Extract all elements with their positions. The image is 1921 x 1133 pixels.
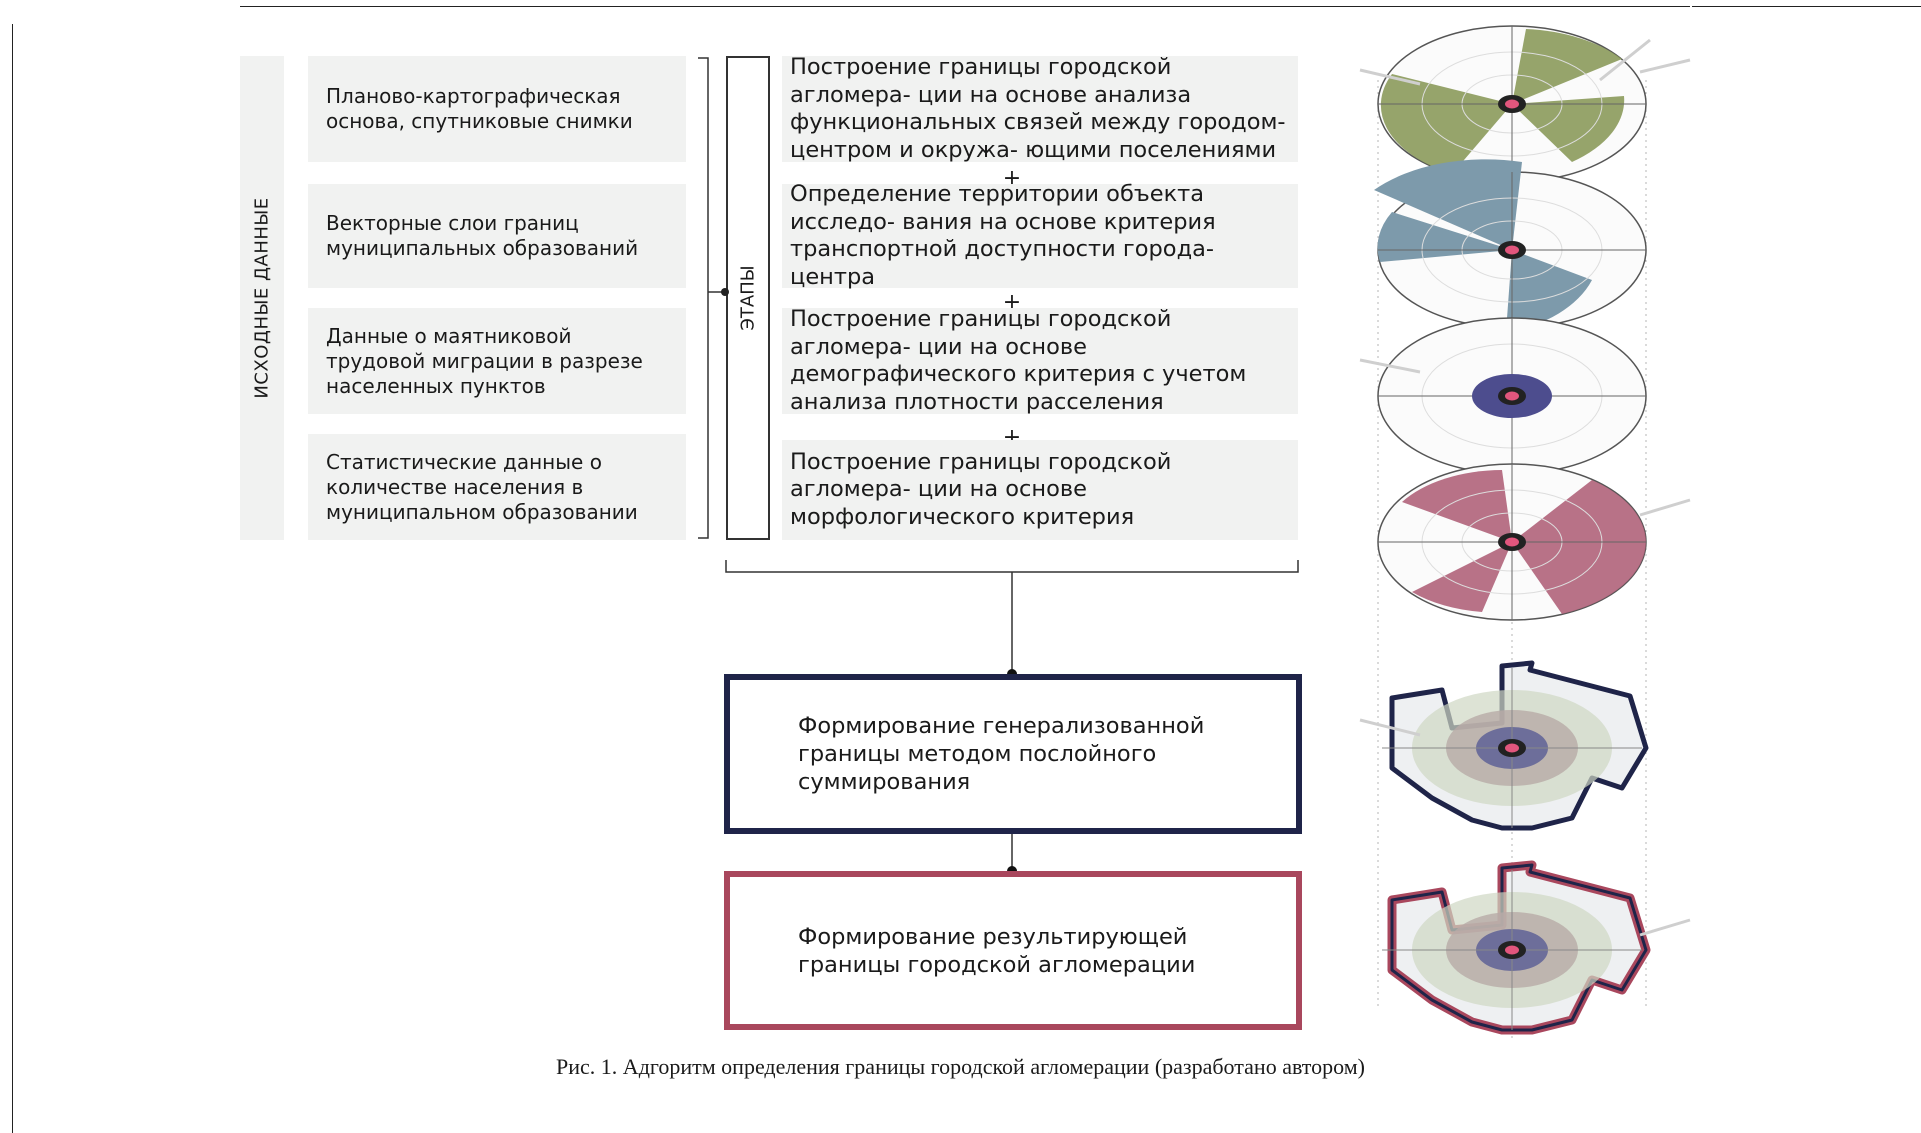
result-text: Формирование результирующей границы горо…: [798, 923, 1196, 978]
summation-box: Формирование генерализованной границы ме…: [724, 674, 1302, 834]
stages-bracket: [725, 560, 1299, 573]
source-data-bracket: [698, 57, 709, 539]
layer-disk-functional: [1377, 25, 1647, 183]
stage-item: Определение территории объекта исследо- …: [782, 181, 1298, 290]
summation-text: Формирование генерализованной границы ме…: [798, 713, 1205, 795]
source-data-text: Данные о маятниковой трудовой миграции в…: [326, 323, 643, 398]
stage-text: Определение территории объекта исследо- …: [790, 181, 1216, 290]
stage-text: Построение границы городской агломера- ц…: [790, 54, 1286, 163]
frame-top-border-right: [1692, 6, 1921, 7]
source-data-text: Статистические данные о количестве насел…: [326, 449, 638, 524]
frame-left-border: [12, 24, 13, 1133]
frame-top-border: [240, 6, 1690, 7]
source-data-text: Векторные слои границ муниципальных обра…: [326, 211, 639, 260]
flow-arrows: [1359, 38, 1691, 937]
figure-caption: Рис. 1. Адгоритм определения границы гор…: [556, 1054, 1365, 1079]
layer-disk-summation: [1382, 660, 1649, 831]
source-data-item: Планово-картографическая основа, спутник…: [308, 56, 686, 162]
layer-disk-result: [1382, 860, 1651, 1035]
stages-panel: ЭТАПЫ: [726, 56, 770, 540]
result-box: Формирование результирующей границы горо…: [724, 871, 1302, 1030]
stage-item: Построение границы городской агломера- ц…: [782, 54, 1298, 163]
layer-disk-transport: [1374, 159, 1647, 332]
source-data-panel: ИСХОДНЫЕ ДАННЫЕ: [240, 56, 284, 540]
layer-disk-demographic: [1377, 317, 1647, 475]
source-data-text: Планово-картографическая основа, спутник…: [326, 84, 633, 133]
source-data-item: Статистические данные о количестве насел…: [308, 434, 686, 540]
connector-dot: [721, 288, 729, 296]
stage-text: Построение границы городской агломера- ц…: [790, 448, 1172, 530]
stage-item: Построение границы городской агломера- ц…: [782, 306, 1298, 415]
stage-text: Построение границы городской агломера- ц…: [790, 306, 1247, 415]
source-data-item: Векторные слои границ муниципальных обра…: [308, 184, 686, 288]
stage-item: Построение границы городской агломера- ц…: [782, 440, 1298, 540]
layer-disk-morphological: [1377, 463, 1647, 621]
source-data-item: Данные о маятниковой трудовой миграции в…: [308, 308, 686, 414]
